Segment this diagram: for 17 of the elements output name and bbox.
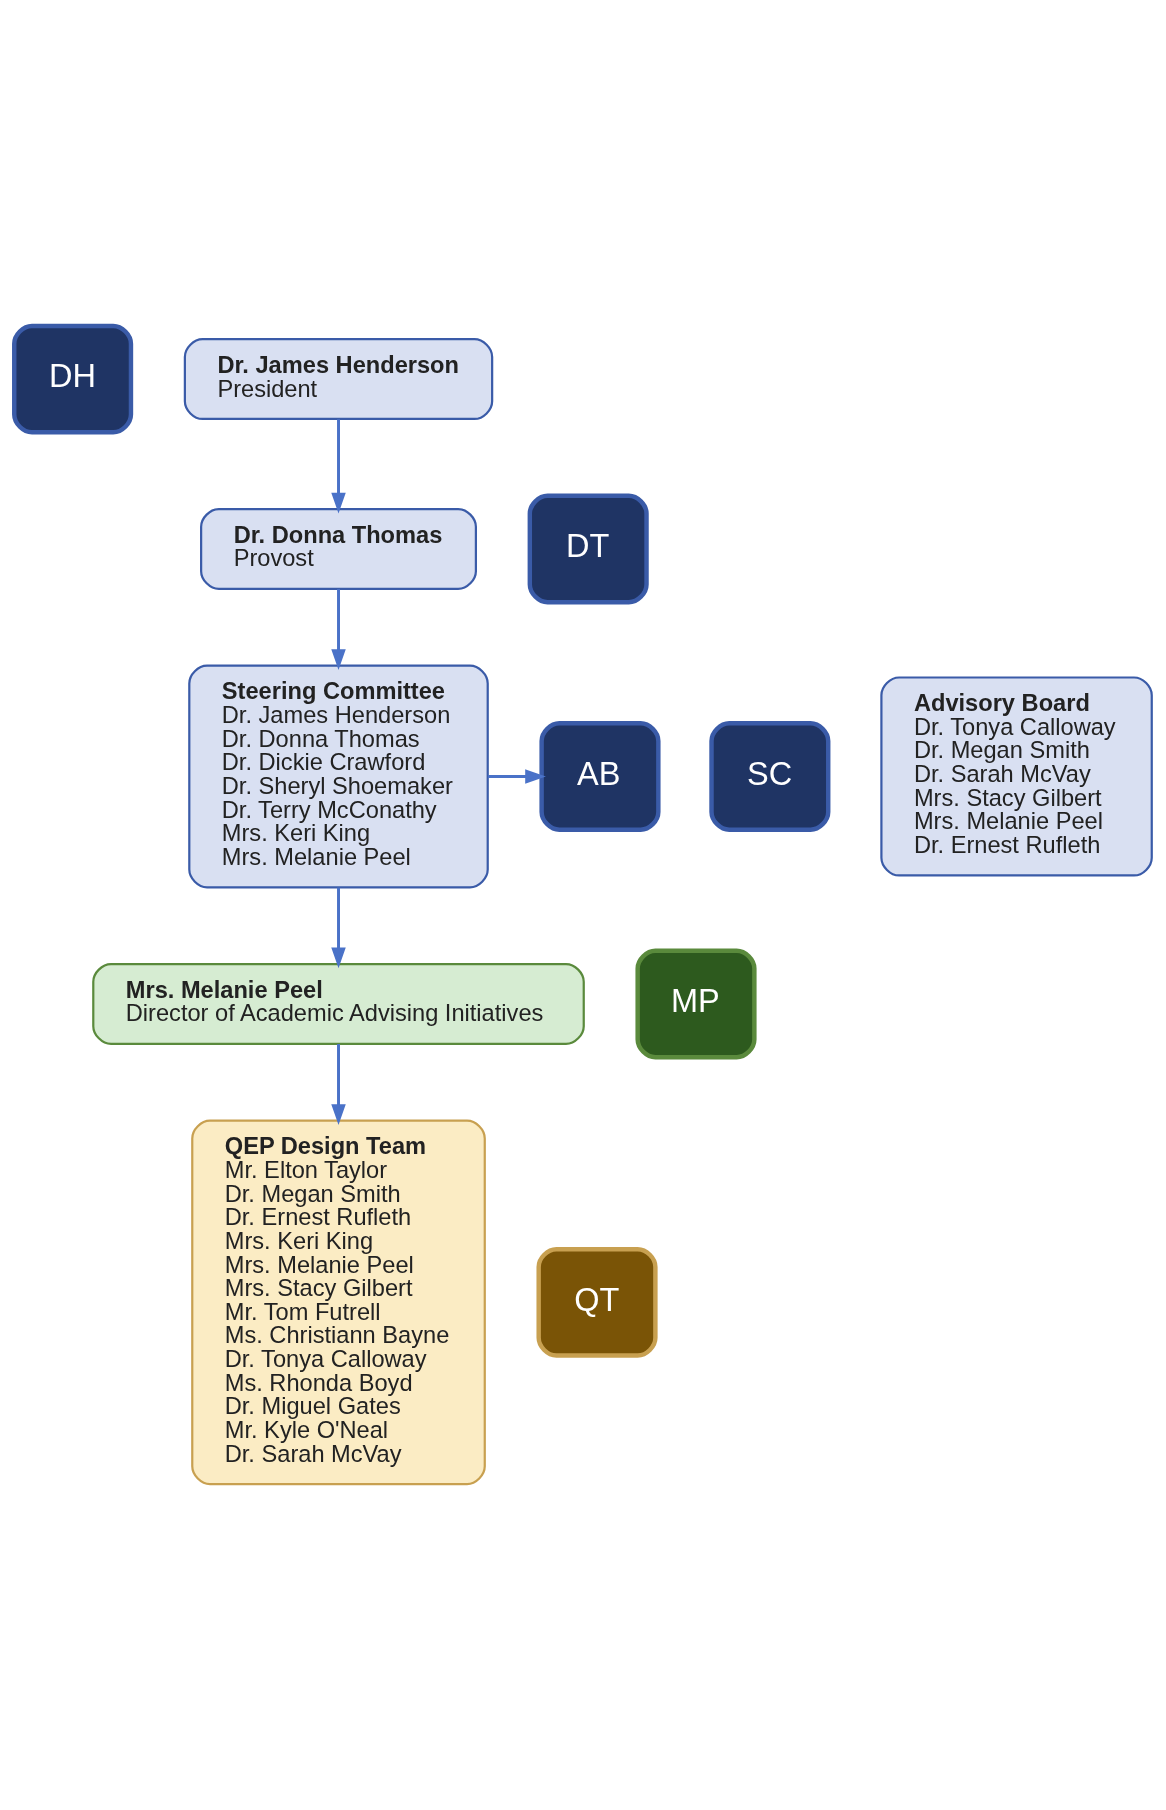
node-box: Mrs. Melanie Peel Director of Academic Advising Initiatives xyxy=(92,963,585,1045)
node-box: Steering Committee Dr. James Henderson Dr. Donna Thomas Dr. Dickie Crawford Dr. Sheryl Shoemaker Dr. Terry McConathy Mrs. Keri King Mrs. Melanie Peel xyxy=(188,664,489,889)
arrow xyxy=(331,589,346,670)
arrow xyxy=(488,769,546,784)
node-box: QT xyxy=(536,1247,658,1358)
arrow xyxy=(331,1044,346,1126)
node-box: AB xyxy=(539,721,661,832)
node-box: Dr. James Henderson President xyxy=(183,338,494,421)
node-box: DH xyxy=(12,323,134,435)
arrow xyxy=(331,419,346,514)
node-box: MP xyxy=(635,948,757,1060)
node-box: SC xyxy=(709,721,831,832)
node-box: Dr. Donna Thomas Provost xyxy=(200,507,477,590)
arrow xyxy=(331,887,346,969)
node-box: Advisory Board Dr. Tonya Calloway Dr. Megan Smith Dr. Sarah McVay Mrs. Stacy Gilbert Mrs. Melanie Peel Dr. Ernest Rufleth xyxy=(880,676,1153,877)
node-box: DT xyxy=(527,493,649,605)
node-box: QEP Design Team Mr. Elton Taylor Dr. Megan Smith Dr. Ernest Rufleth Mrs. Keri King Mrs. Melanie Peel Mrs. Stacy Gilbert Mr. Tom Futrell Ms. Christiann Bayne Dr. Tonya Calloway Ms. Rhonda Boyd Dr. Miguel Gates Mr. Kyle O'Neal Dr. Sarah McVay xyxy=(191,1119,486,1486)
